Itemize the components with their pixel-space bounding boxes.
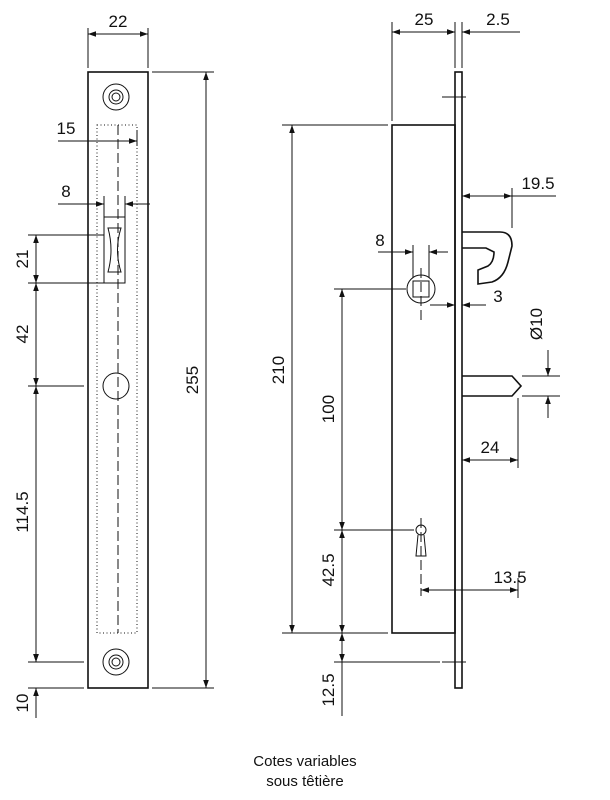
dim-label-21: 21 xyxy=(13,250,32,269)
dim-label-2-5: 2.5 xyxy=(486,10,510,29)
latch-hook xyxy=(462,231,513,285)
dim-label-24: 24 xyxy=(481,438,500,457)
faceplate-cutout-outline xyxy=(96,124,138,634)
dim-label-19-5: 19.5 xyxy=(521,174,554,193)
dim-label-10: 10 xyxy=(13,694,32,713)
lock-body xyxy=(391,124,456,634)
bolt-hole xyxy=(102,372,130,400)
dim-label-210: 210 xyxy=(269,356,288,384)
latch-opening-profile xyxy=(107,227,122,273)
faceplate-outline xyxy=(87,71,149,689)
note-line-1: Cotes variables xyxy=(253,753,356,770)
top-screw-hole-inner xyxy=(108,89,124,105)
dim-label-100: 100 xyxy=(319,395,338,423)
side-view: 25 2.5 19.5 8 3 Ø10 24 13 xyxy=(269,10,560,716)
top-screw-hole-core xyxy=(111,92,121,102)
dim-label-13-5: 13.5 xyxy=(493,568,526,587)
side-faceplate xyxy=(454,71,463,689)
bottom-screw-hole-core xyxy=(111,657,121,667)
dim-label-114-5: 114.5 xyxy=(13,491,32,532)
dim-label-width: 22 xyxy=(109,12,128,31)
dim-label-42-5: 42.5 xyxy=(319,553,338,586)
dim-label-square: 8 xyxy=(375,231,384,250)
dim-label-42: 42 xyxy=(13,325,32,344)
dim-label-dia: Ø10 xyxy=(527,308,546,340)
dim-label-cut-width: 15 xyxy=(57,119,76,138)
dim-label-3: 3 xyxy=(493,287,502,306)
dim-label-25: 25 xyxy=(415,10,434,29)
bottom-screw-hole xyxy=(102,648,130,676)
deadbolt xyxy=(462,375,523,397)
top-screw-hole xyxy=(102,83,130,111)
dim-label-255: 255 xyxy=(183,366,202,394)
dim-label-hole-width: 8 xyxy=(61,182,70,201)
note-line-2: sous têtière xyxy=(266,773,344,790)
bottom-screw-hole-inner xyxy=(108,654,124,670)
front-view: 22 15 8 21 42 114.5 10 255 xyxy=(13,12,214,718)
latch-opening xyxy=(103,216,126,284)
dim-label-12-5: 12.5 xyxy=(319,673,338,706)
